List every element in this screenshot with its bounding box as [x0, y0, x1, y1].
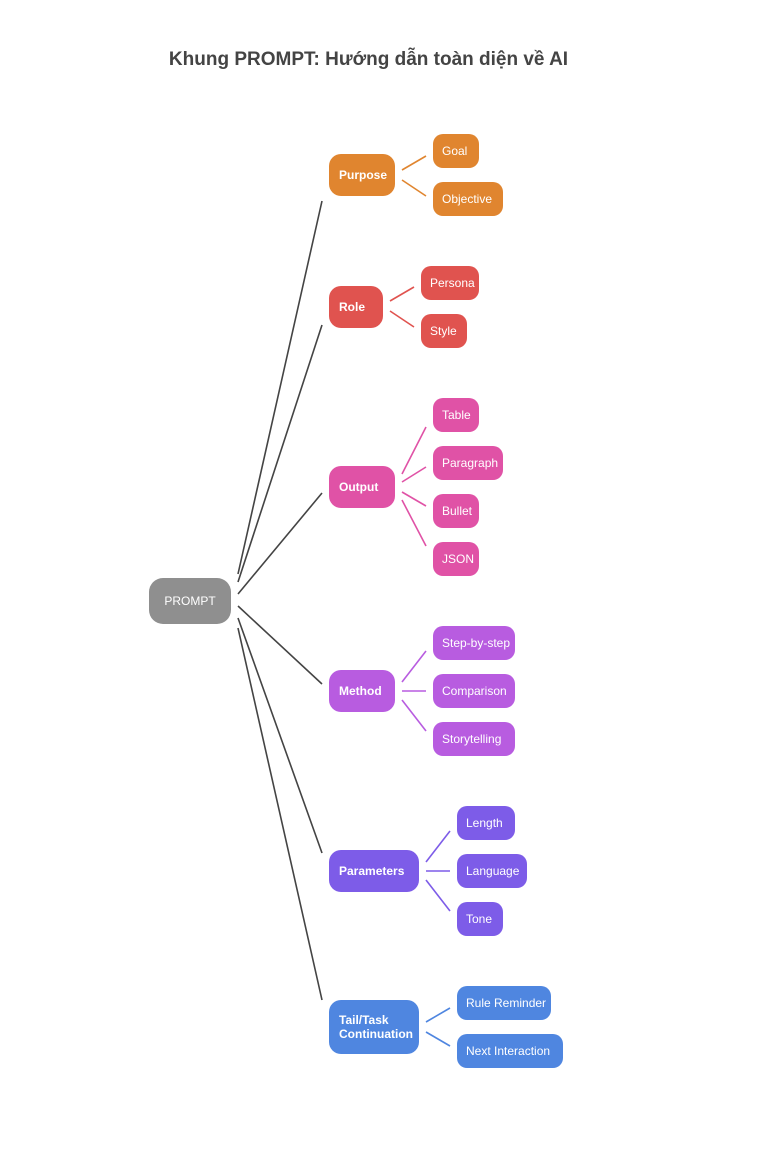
leaf-language: Language: [457, 854, 527, 888]
category-parameters: Parameters: [329, 850, 419, 892]
leaf-rule-reminder: Rule Reminder: [457, 986, 551, 1020]
edge-purpose-goal: [401, 155, 427, 171]
edge-parameters-tone: [425, 879, 451, 912]
edge-tail-rule: [425, 1007, 451, 1023]
leaf-next-interaction: Next Interaction: [457, 1034, 563, 1068]
category-tail-task-continuation: Tail/Task Continuation: [329, 1000, 419, 1054]
root-node: PROMPT: [149, 578, 231, 624]
category-role: Role: [329, 286, 383, 328]
edge-root-tail: [237, 627, 323, 1001]
edge-output-bullet: [401, 491, 427, 507]
category-method: Method: [329, 670, 395, 712]
leaf-bullet: Bullet: [433, 494, 479, 528]
leaf-step-by-step: Step-by-step: [433, 626, 515, 660]
leaf-objective: Objective: [433, 182, 503, 216]
leaf-storytelling: Storytelling: [433, 722, 515, 756]
category-purpose: Purpose: [329, 154, 395, 196]
leaf-goal: Goal: [433, 134, 479, 168]
leaf-table: Table: [433, 398, 479, 432]
edge-parameters-length: [425, 830, 451, 863]
edge-output-json: [401, 499, 427, 547]
edge-purpose-objective: [401, 179, 427, 197]
edge-output-paragraph: [401, 466, 427, 483]
edge-root-method: [237, 605, 323, 685]
leaf-paragraph: Paragraph: [433, 446, 503, 480]
edge-output-table: [401, 426, 427, 475]
leaf-length: Length: [457, 806, 515, 840]
category-output: Output: [329, 466, 395, 508]
edge-method-storytelling: [401, 699, 427, 732]
edge-root-role: [237, 324, 323, 583]
leaf-persona: Persona: [421, 266, 479, 300]
leaf-tone: Tone: [457, 902, 503, 936]
edge-root-parameters: [237, 617, 323, 854]
edge-tail-next: [425, 1031, 451, 1047]
leaf-style: Style: [421, 314, 467, 348]
edge-role-style: [389, 310, 415, 328]
edge-method-step: [401, 650, 427, 683]
leaf-comparison: Comparison: [433, 674, 515, 708]
edge-role-persona: [389, 286, 415, 302]
edge-root-purpose: [237, 200, 323, 575]
leaf-json: JSON: [433, 542, 479, 576]
diagram-title: Khung PROMPT: Hướng dẫn toàn diện về AI: [168, 49, 569, 70]
edge-root-output: [237, 492, 323, 595]
